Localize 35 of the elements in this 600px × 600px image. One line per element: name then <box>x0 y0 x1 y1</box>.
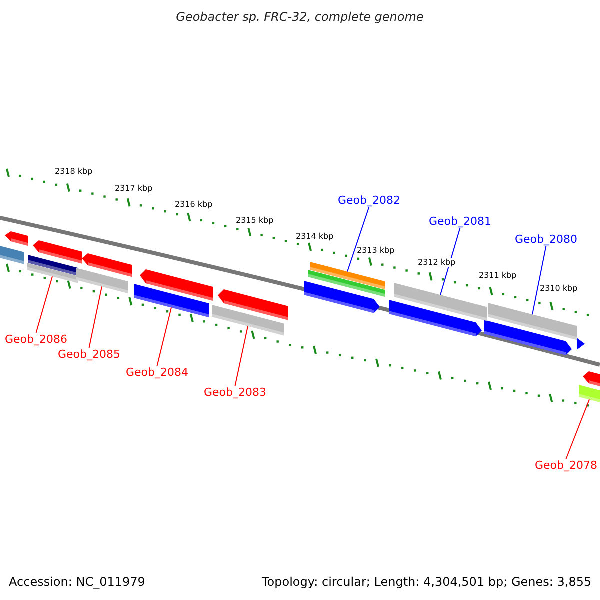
gene-feature <box>212 305 284 336</box>
gene-label: Geob_2078 <box>535 459 598 472</box>
scale-label: 2312 kbp <box>418 258 456 267</box>
gene-feature <box>394 283 487 322</box>
gene-feature <box>134 284 209 318</box>
gene-feature <box>579 385 600 402</box>
gene-feature <box>76 268 128 294</box>
scale-label: 2314 kbp <box>296 232 334 241</box>
scale-label: 2316 kbp <box>175 200 213 209</box>
gene-label: Geob_2086 <box>5 333 68 346</box>
leader-line <box>347 206 370 272</box>
gene-feature <box>310 262 385 290</box>
footer-text: Topology: circular; Length: 4,304,501 bp; Genes: 3,855 <box>262 575 592 589</box>
scale-label: 2311 kbp <box>479 271 517 280</box>
title: Geobacter sp. FRC-32, complete genome <box>175 10 425 24</box>
gene-label: Geob_2083 <box>204 386 266 399</box>
leader-line <box>440 228 461 296</box>
leader-line <box>532 246 547 316</box>
scale-label: 2317 kbp <box>115 184 153 193</box>
leader-line <box>566 399 590 460</box>
scale-label: 2315 kbp <box>236 216 274 225</box>
gene-label: Geob_2084 <box>126 366 188 379</box>
footer-text: Accession: NC_011979 <box>9 575 146 589</box>
gene-label: Geob_2080 <box>515 233 578 246</box>
scale-label: 2318 kbp <box>55 167 93 176</box>
leader-line <box>234 326 248 386</box>
gene-feature <box>27 263 78 284</box>
scale-label: 2313 kbp <box>357 246 395 255</box>
gene-label: Geob_2085 <box>58 348 120 361</box>
gene-label: Geob_2082 <box>338 194 400 207</box>
scale-label: 2310 kbp <box>540 284 578 293</box>
leader-line <box>156 307 172 366</box>
gene-feature <box>488 303 577 340</box>
leader-line <box>36 276 53 334</box>
gene-label: Geob_2081 <box>429 215 492 228</box>
